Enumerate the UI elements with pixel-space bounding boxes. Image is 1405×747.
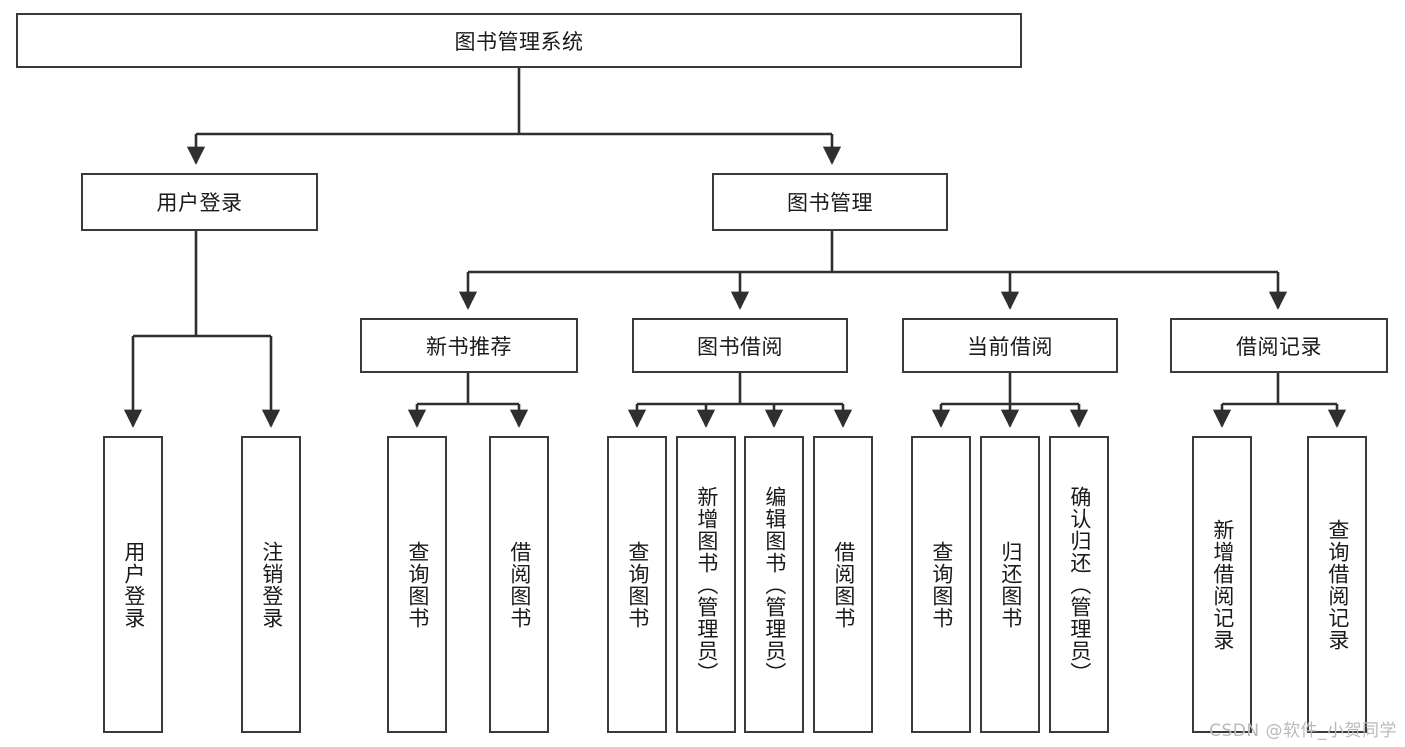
leaf-label: 查询图书	[405, 540, 430, 629]
leaf-user-login[interactable]: 用户登录	[103, 436, 163, 733]
node-current-borrow[interactable]: 当前借阅	[902, 318, 1118, 373]
node-root[interactable]: 图书管理系统	[16, 13, 1022, 68]
node-book-management[interactable]: 图书管理	[712, 173, 948, 231]
leaf-query-book-current[interactable]: 查询图书	[911, 436, 971, 733]
leaf-query-borrow-record[interactable]: 查询借阅记录	[1307, 436, 1367, 733]
leaf-label: 新增借阅记录	[1210, 518, 1235, 651]
leaf-query-book-recommend[interactable]: 查询图书	[387, 436, 447, 733]
leaf-logout-login[interactable]: 注销登录	[241, 436, 301, 733]
leaf-confirm-return-admin[interactable]: 确认归还（管理员）	[1049, 436, 1109, 733]
node-borrow-record[interactable]: 借阅记录	[1170, 318, 1388, 373]
leaf-query-book-borrow[interactable]: 查询图书	[607, 436, 667, 733]
leaf-label: 查询图书	[625, 540, 650, 629]
leaf-add-borrow-record[interactable]: 新增借阅记录	[1192, 436, 1252, 733]
leaf-label: 借阅图书	[831, 540, 856, 629]
leaf-borrow-book-recommend[interactable]: 借阅图书	[489, 436, 549, 733]
leaf-label: 查询借阅记录	[1325, 518, 1350, 651]
node-user-login[interactable]: 用户登录	[81, 173, 318, 231]
node-new-book-recommend[interactable]: 新书推荐	[360, 318, 578, 373]
leaf-return-book[interactable]: 归还图书	[980, 436, 1040, 733]
node-book-borrow[interactable]: 图书借阅	[632, 318, 848, 373]
leaf-label: 借阅图书	[507, 540, 532, 629]
leaf-label: 新增图书（管理员）	[694, 485, 719, 684]
leaf-add-book-admin[interactable]: 新增图书（管理员）	[676, 436, 736, 733]
leaf-edit-book-admin[interactable]: 编辑图书（管理员）	[744, 436, 804, 733]
leaf-label: 归还图书	[998, 540, 1023, 629]
leaf-label: 查询图书	[929, 540, 954, 629]
leaf-borrow-book[interactable]: 借阅图书	[813, 436, 873, 733]
leaf-label: 确认归还（管理员）	[1067, 485, 1092, 684]
watermark-text: CSDN @软件_小贺同学	[1209, 721, 1397, 741]
leaf-label: 注销登录	[259, 540, 284, 629]
leaf-label: 用户登录	[121, 540, 146, 629]
leaf-label: 编辑图书（管理员）	[762, 485, 787, 684]
